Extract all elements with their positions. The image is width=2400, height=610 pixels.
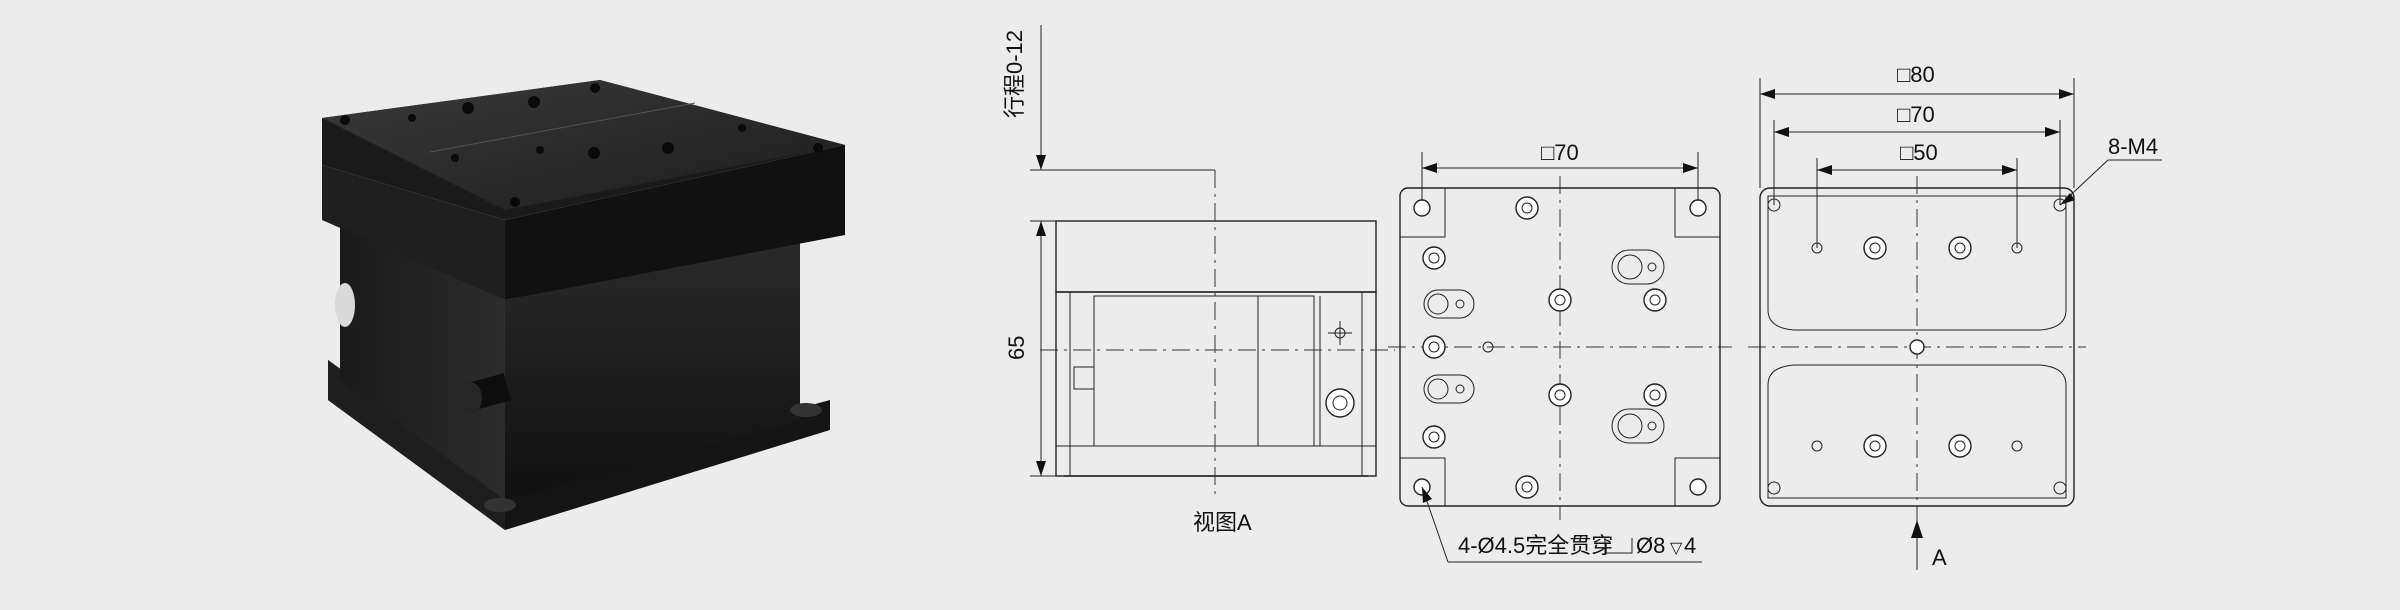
top-screw-holes xyxy=(340,83,823,207)
hole-note-cbore: Ø8 xyxy=(1636,533,1665,558)
dim-70-label: □70 xyxy=(1897,102,1935,127)
dim-50-label: □50 xyxy=(1900,140,1938,165)
top-table-surface xyxy=(322,80,845,210)
top-view-width-label: □70 xyxy=(1541,140,1579,165)
top-view: □70 4-Ø4.5完全贯穿 Ø8 ▽ 4 xyxy=(1388,140,1732,563)
stroke-dimension-label: 行程0-12 xyxy=(1002,30,1027,118)
top-table-front xyxy=(505,145,845,300)
depth-symbol: ▽ xyxy=(1670,540,1683,557)
hole-note-depth: 4 xyxy=(1684,533,1696,558)
thread-label: 8-M4 xyxy=(2108,134,2158,159)
tapped-holes xyxy=(1422,196,1667,499)
body-left-face xyxy=(340,220,505,500)
side-adjust-screw xyxy=(1325,388,1355,418)
side-view: 行程0-12 65 视图A xyxy=(1002,25,1395,535)
height-dimension-label: 65 xyxy=(1004,336,1029,360)
hole-note-prefix: 4-Ø4.5完全贯穿 xyxy=(1458,533,1613,558)
body-front-face xyxy=(505,240,800,500)
view-a-label: 视图A xyxy=(1193,510,1252,535)
corner-mounting-holes xyxy=(1413,199,1707,496)
dim-80-label: □80 xyxy=(1897,62,1935,87)
slot-holes xyxy=(1423,249,1665,444)
view-arrow-label: A xyxy=(1932,545,1947,570)
counterbore-symbol xyxy=(1604,538,1633,554)
right-view-holes xyxy=(1767,198,2067,495)
right-view: □80 □70 □50 8-M4 A xyxy=(1748,62,2162,570)
side-hole xyxy=(335,283,355,327)
side-view-top-plate xyxy=(1055,220,1377,293)
